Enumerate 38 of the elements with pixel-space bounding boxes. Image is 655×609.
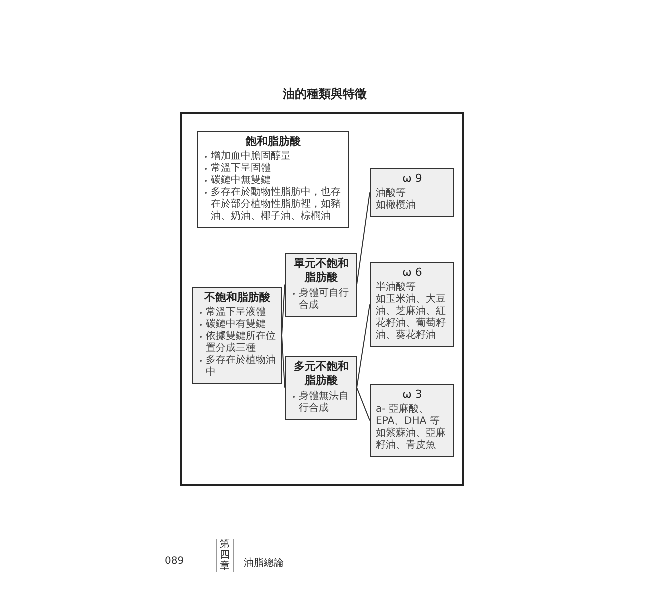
box-heading: 單元不飽和脂肪酸: [293, 257, 350, 286]
box-heading: 飽和脂肪酸: [244, 135, 302, 150]
connector-line: [282, 335, 286, 388]
bullet-text: 碳鏈中有雙鍵: [198, 319, 277, 332]
connector-line: [356, 387, 370, 422]
bullet-text: 身體可自行合成: [291, 288, 352, 312]
box-text: a- 亞麻酸、EPA、DHA 等: [376, 404, 441, 428]
connector-line: [282, 284, 286, 336]
diagram-title: 油的種類與特徵: [282, 86, 368, 103]
chapter-label: 第四章: [216, 539, 234, 572]
text-box: [285, 356, 357, 420]
bullet-text: 多存在於動物性脂肪中，也存在於部分植物性脂肪裡，如豬油、奶油、椰子油、棕櫚油: [203, 187, 344, 224]
bullet-text: 依據雙鍵所在位置分成三種: [198, 331, 277, 356]
box-text: 如橄欖油: [376, 200, 417, 212]
text-box: [370, 262, 454, 348]
box-heading: ω 6: [402, 266, 424, 280]
bullet-text: 多存在於植物油中: [198, 355, 277, 380]
text-box: [370, 384, 454, 458]
bullet-text: 身體無法自行合成: [291, 390, 352, 415]
chapter-title: 油脂總論: [244, 556, 284, 570]
box-text: 如玉米油、大豆油、芝麻油、紅花籽油、葡萄籽油、葵花籽油: [376, 294, 447, 342]
box-heading: 不飽和脂肪酸: [204, 291, 272, 306]
bullet-text: 碳鏈中無雙鍵: [203, 175, 344, 188]
text-box: [285, 253, 357, 317]
box-text: 半油酸等: [376, 282, 417, 294]
connector-line: [356, 304, 370, 388]
text-box: [370, 168, 454, 218]
text-box: [192, 287, 282, 384]
box-heading: ω 9: [402, 172, 424, 186]
bullet-text: 增加血中膽固醇量: [203, 151, 344, 164]
box-heading: ω 3: [402, 388, 424, 402]
box-text: 如紫蘇油、亞麻籽油、青皮魚: [376, 428, 447, 452]
box-heading: 多元不飽和脂肪酸: [293, 360, 350, 389]
bullet-text: 常溫下呈固體: [203, 163, 344, 176]
text-box: [197, 131, 349, 228]
page-number: 089: [165, 556, 184, 567]
box-text: 油酸等: [376, 188, 407, 200]
bullet-text: 常溫下呈液體: [198, 307, 277, 320]
